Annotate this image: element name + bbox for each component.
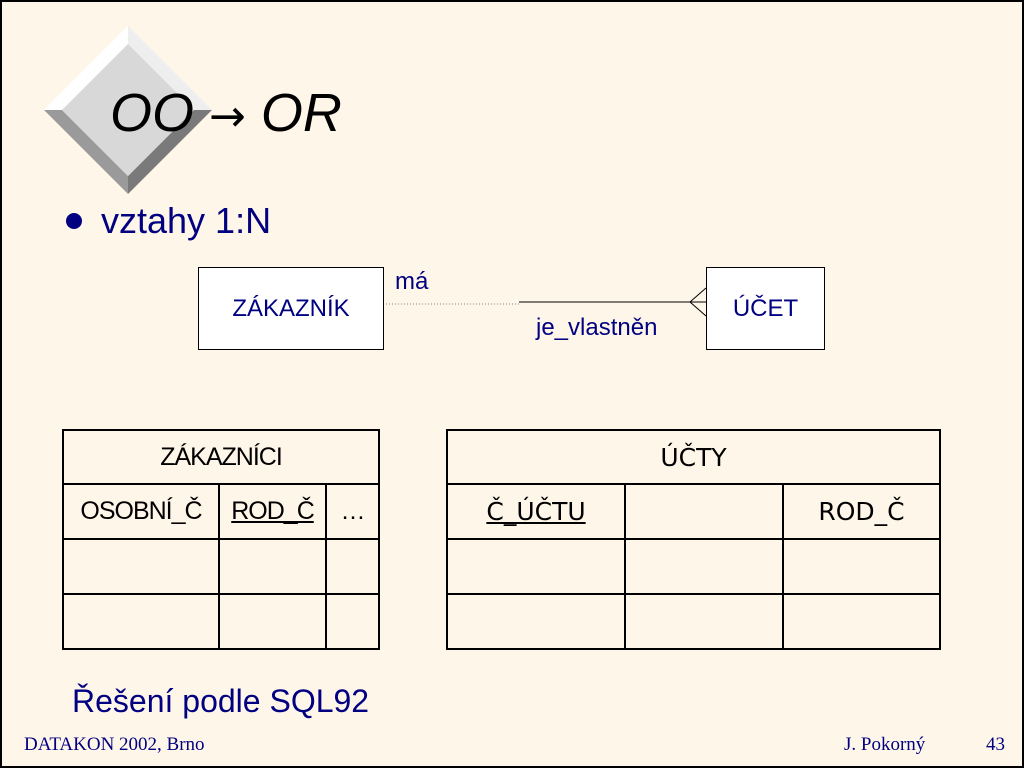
entity-account-label: ÚČET [732, 294, 799, 322]
diamond-bevel-bottom-right [128, 110, 212, 194]
bullet-text: vztahy 1:N [101, 200, 272, 241]
footer-author: J. Pokorný [844, 734, 926, 755]
table-accounts-title-row: ÚČTY [446, 429, 941, 485]
table-customers: ZÁKAZNÍCI OSOBNÍ_Č ROD_Č … [61, 429, 381, 650]
diamond-bevel-bottom-left [44, 110, 128, 194]
table-row [446, 538, 941, 595]
footer-event: DATAKON 2002, Brno [24, 734, 205, 755]
table-customers-title: ZÁKAZNÍCI [61, 429, 381, 485]
table-cell [62, 593, 220, 650]
diamond-face [62, 44, 194, 176]
table-cell [624, 593, 784, 650]
table-customers-header-row: OSOBNÍ_Č ROD_Č … [62, 483, 381, 540]
diamond-bevel-top-right [128, 26, 212, 110]
table-row [62, 538, 381, 595]
bullet-dot-icon [66, 213, 82, 229]
relation-forward-label: má [395, 268, 429, 295]
table-customers-title-row: ZÁKAZNÍCI [61, 429, 381, 485]
table-cell [218, 593, 327, 650]
table-cell [324, 538, 381, 595]
table-accounts-header-row: Č_ÚČTU ROD_Č [446, 483, 941, 540]
diamond-logo-icon [44, 26, 212, 194]
table-cell [446, 538, 626, 595]
relation-backward-label: je_vlastněn [536, 314, 658, 341]
column-header: ROD_Č [782, 483, 941, 540]
crowfoot-upper [689, 287, 707, 303]
table-cell [782, 538, 941, 595]
title-left: OO [110, 83, 195, 143]
title-arrow: → [209, 91, 246, 142]
solution-text: Řešení podle SQL92 [72, 683, 370, 719]
title-right: OR [260, 83, 342, 143]
table-cell [446, 593, 626, 650]
entity-customer-label: ZÁKAZNÍK [232, 294, 350, 322]
column-header [624, 483, 784, 540]
column-header: … [324, 483, 381, 540]
column-header: Č_ÚČTU [446, 483, 626, 540]
column-header: ROD_Č [218, 483, 327, 540]
table-accounts: ÚČTY Č_ÚČTU ROD_Č [446, 429, 941, 650]
page-title: OO → OR [110, 82, 342, 148]
table-cell [218, 538, 327, 595]
entity-account: ÚČET [706, 267, 825, 350]
diamond-bevel-top-left [44, 26, 128, 110]
table-cell [62, 538, 220, 595]
table-accounts-title: ÚČTY [446, 429, 941, 485]
table-cell [782, 593, 941, 650]
footer-page-number: 43 [986, 734, 1005, 755]
column-header: OSOBNÍ_Č [62, 483, 220, 540]
table-row [62, 593, 381, 650]
crowfoot-lower [689, 301, 707, 317]
entity-customer: ZÁKAZNÍK [198, 267, 384, 350]
table-cell [624, 538, 784, 595]
table-row [446, 593, 941, 650]
table-cell [324, 593, 381, 650]
